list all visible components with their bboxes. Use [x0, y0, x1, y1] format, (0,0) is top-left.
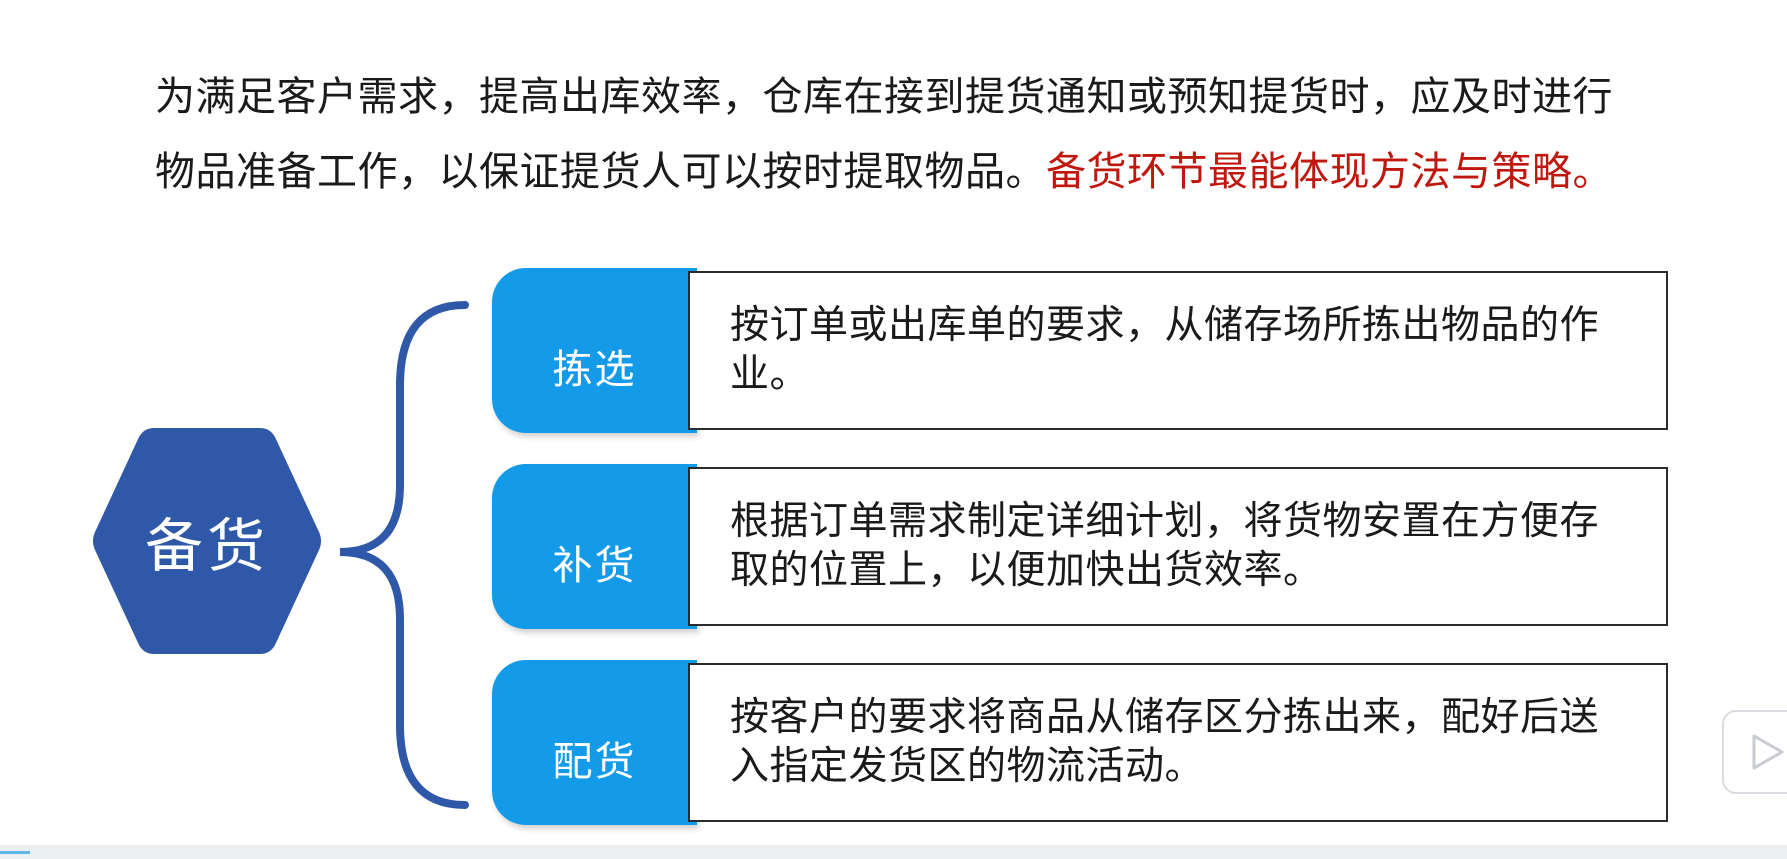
play-icon	[1752, 734, 1784, 770]
intro-paragraph: 为满足客户需求，提高出库效率，仓库在接到提货通知或预知提货时，应及时进行 物品准…	[155, 60, 1715, 210]
progress-track	[0, 845, 1787, 859]
hexagon-node	[93, 428, 321, 654]
progress-indicator	[0, 851, 30, 854]
branch-desc-picking: 按订单或出库单的要求，从储存场所拣出物品的作业。	[688, 271, 1668, 430]
intro-line-1: 为满足客户需求，提高出库效率，仓库在接到提货通知或预知提货时，应及时进行	[155, 74, 1613, 120]
play-button[interactable]	[1722, 710, 1787, 794]
curly-brace-connector	[339, 301, 469, 809]
branch-desc-replenish: 根据订单需求制定详细计划，将货物安置在方便存取的位置上，以便加快出货效率。	[688, 467, 1668, 626]
branch-tab-replenish: 补货	[492, 464, 697, 629]
intro-line-2-plain: 物品准备工作，以保证提货人可以按时提取物品。	[155, 149, 1046, 195]
branch-tab-picking: 拣选	[492, 268, 697, 433]
center-label: 备货	[144, 512, 269, 580]
intro-line-2: 物品准备工作，以保证提货人可以按时提取物品。备货环节最能体现方法与策略。	[155, 135, 1715, 210]
branch-desc-allocate: 按客户的要求将商品从储存区分拣出来，配好后送入指定发货区的物流活动。	[688, 663, 1668, 822]
intro-emphasis-text: 备货环节最能体现方法与策略。	[1046, 149, 1613, 195]
branch-tab-allocate: 配货	[492, 660, 697, 825]
